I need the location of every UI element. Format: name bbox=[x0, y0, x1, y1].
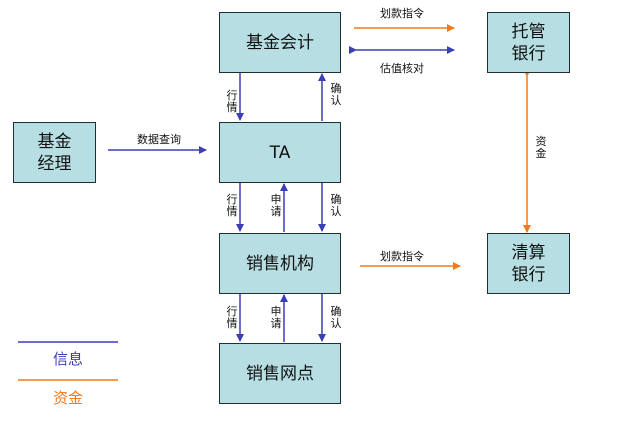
label-valuation-check: 估值核对 bbox=[380, 62, 424, 75]
node-sales-org: 销售机构 bbox=[219, 233, 341, 294]
node-clearing-bank: 清算 银行 bbox=[487, 233, 570, 294]
label-market-3: 行情 bbox=[226, 305, 238, 330]
node-fund-accounting-label: 基金会计 bbox=[246, 32, 314, 53]
label-market-1: 行情 bbox=[226, 89, 238, 114]
label-confirm-2: 确认 bbox=[330, 193, 342, 218]
label-apply-1: 申请 bbox=[270, 193, 282, 218]
label-apply-2: 申请 bbox=[270, 305, 282, 330]
node-sales-outlet: 销售网点 bbox=[219, 343, 341, 404]
label-confirm-1: 确认 bbox=[330, 82, 342, 107]
node-ta: TA bbox=[219, 122, 341, 183]
node-custodian-bank-label-1: 托管 bbox=[511, 21, 546, 42]
node-ta-label: TA bbox=[269, 142, 291, 163]
label-transfer-instruction-top: 划款指令 bbox=[380, 7, 424, 20]
node-sales-outlet-label: 销售网点 bbox=[246, 363, 314, 384]
label-transfer-instruction-mid: 划款指令 bbox=[380, 250, 424, 263]
node-fund-manager-label-1: 基金 bbox=[37, 131, 72, 152]
node-clearing-bank-label-2: 银行 bbox=[511, 264, 546, 285]
node-clearing-bank-label-1: 清算 bbox=[511, 242, 546, 263]
node-fund-manager-label-2: 经理 bbox=[37, 153, 72, 174]
node-sales-org-label: 销售机构 bbox=[246, 253, 314, 274]
node-fund-manager: 基金 经理 bbox=[13, 122, 96, 183]
label-funds-vertical: 资金 bbox=[535, 135, 547, 160]
node-fund-accounting: 基金会计 bbox=[219, 12, 341, 73]
label-confirm-3: 确认 bbox=[330, 305, 342, 330]
node-custodian-bank: 托管 银行 bbox=[487, 12, 570, 73]
node-custodian-bank-label-2: 银行 bbox=[511, 43, 546, 64]
label-data-query: 数据查询 bbox=[137, 133, 181, 146]
legend-funds-label: 资金 bbox=[53, 389, 84, 407]
legend-info-label: 信息 bbox=[53, 350, 84, 368]
label-market-2: 行情 bbox=[226, 193, 238, 218]
